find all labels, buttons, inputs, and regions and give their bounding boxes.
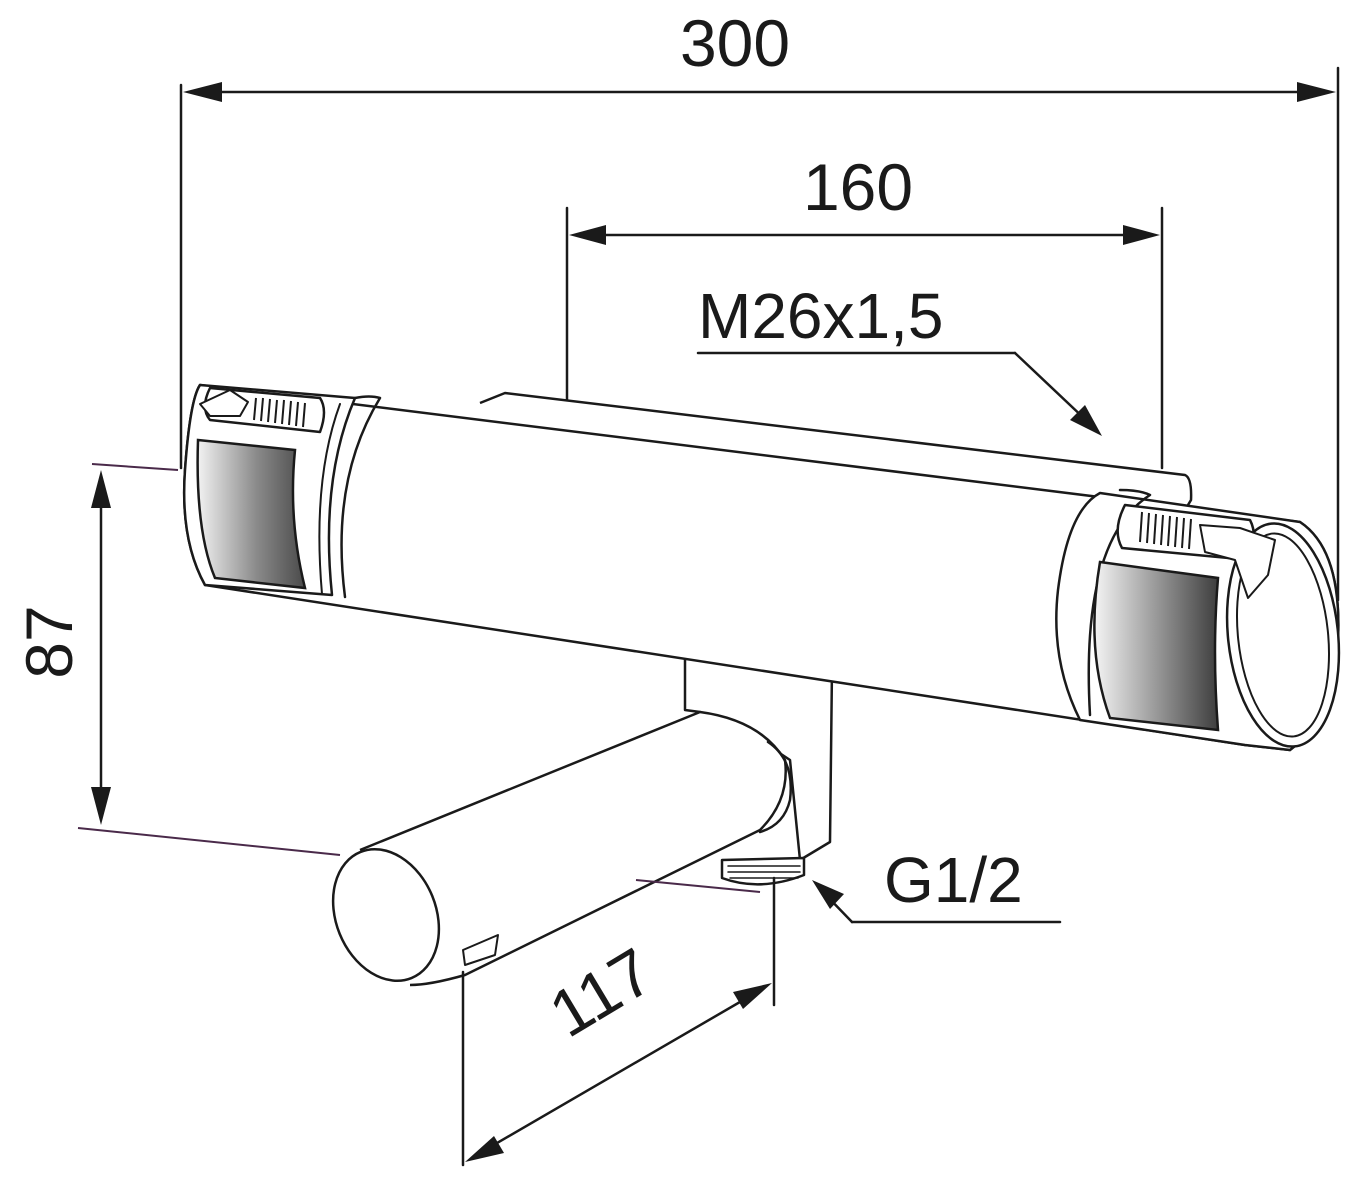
dimension-height: 87 <box>12 463 341 856</box>
faucet-illustration <box>182 383 1341 987</box>
right-lock-button <box>1116 503 1276 599</box>
label-300: 300 <box>680 6 790 80</box>
label-117: 117 <box>537 933 665 1051</box>
spout-outlet <box>331 847 441 983</box>
callout-thread: M26x1,5 <box>696 280 1102 436</box>
label-160: 160 <box>803 150 913 224</box>
label-connection: G1/2 <box>884 844 1023 916</box>
callout-connection: G1/2 <box>812 844 1062 924</box>
dimension-overall-width: 300 <box>179 6 1340 602</box>
right-grip <box>1093 560 1220 732</box>
left-lock-button <box>199 386 326 434</box>
label-87: 87 <box>12 605 86 678</box>
left-grip <box>196 438 307 590</box>
dimension-valve-spacing: 160 <box>565 150 1164 470</box>
label-thread: M26x1,5 <box>698 280 943 352</box>
connector-nut <box>720 856 806 886</box>
